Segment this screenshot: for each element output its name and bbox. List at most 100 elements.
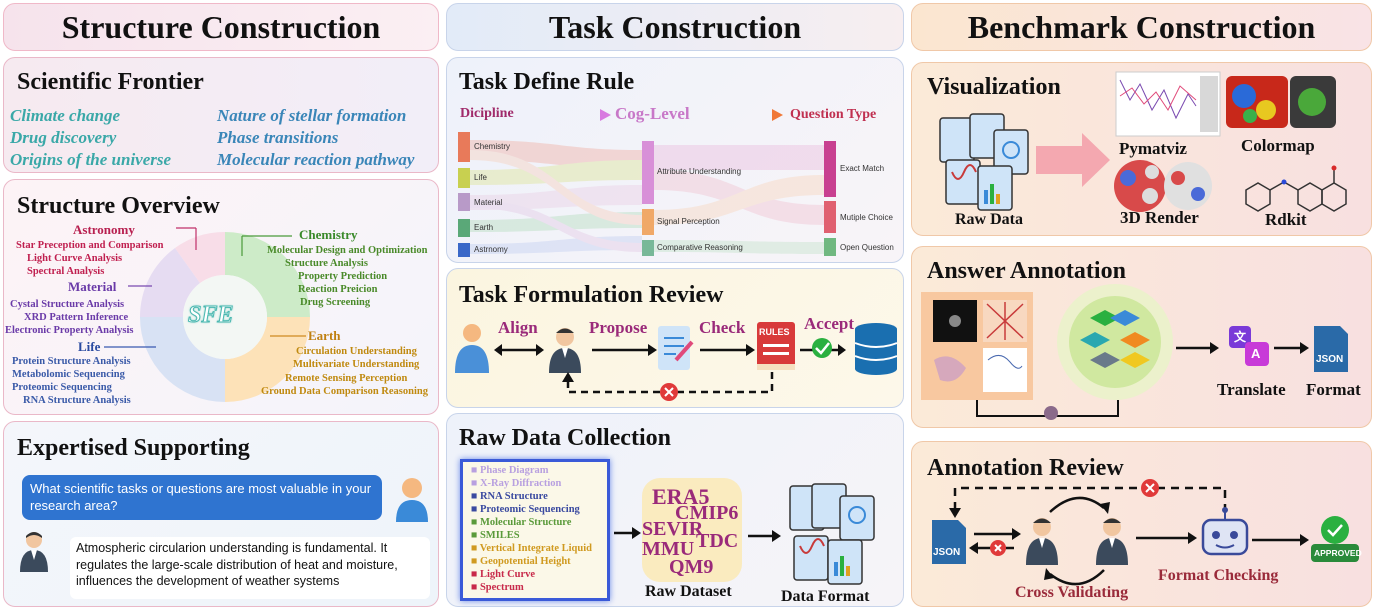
- data-type-item: ■ SMILES: [471, 530, 520, 541]
- astronomy-item: Light Curve Analysis: [27, 253, 123, 264]
- chemistry-item: Property Prediction: [298, 271, 388, 282]
- colormap-label: Colormap: [1241, 136, 1315, 155]
- life-item: RNA Structure Analysis: [23, 395, 131, 406]
- discipline-node: Chemistry: [474, 142, 511, 151]
- life-item: Proteomic Sequencing: [12, 382, 112, 393]
- cog-node: Attribute Understanding: [657, 167, 742, 176]
- format-label: Format: [1306, 380, 1361, 399]
- column-header-structure: Structure Construction: [3, 3, 439, 51]
- align-label: Align: [498, 318, 538, 337]
- translate-glyph: A: [1251, 346, 1261, 361]
- life-item: Metabolomic Sequencing: [12, 369, 125, 380]
- check-label: Check: [699, 318, 746, 337]
- question-type-header: Question Type: [790, 107, 877, 122]
- column-header-task: Task Construction: [446, 3, 904, 51]
- dataset-tdc: TDC: [696, 530, 739, 552]
- format-checking-label: Format Checking: [1158, 567, 1279, 584]
- dataset-cmip6: CMIP6: [675, 502, 739, 524]
- material-item: Electronic Property Analysis: [5, 325, 134, 336]
- raw-collection-title: Raw Data Collection: [459, 425, 671, 451]
- data-type-item: ■ Molecular Structure: [471, 517, 572, 528]
- propose-label: Propose: [589, 318, 648, 337]
- json-label: JSON: [933, 547, 961, 558]
- answer-bubble: Atmospheric circularion understanding is…: [70, 537, 430, 599]
- chemistry-item: Structure Analysis: [285, 258, 368, 269]
- data-type-item: ■ Proteomic Sequencing: [471, 504, 580, 515]
- dicipline-header: Dicipline: [460, 106, 514, 121]
- 3d-render-label: 3D Render: [1120, 208, 1199, 227]
- frontier-item: Climate change: [10, 106, 121, 125]
- data-type-item: ■ RNA Structure: [471, 491, 548, 502]
- life-label: Life: [78, 339, 101, 354]
- discipline-node: Life: [474, 173, 487, 182]
- dataset-qm9: QM9: [669, 556, 714, 578]
- answer-annotation-title: Answer Annotation: [927, 258, 1126, 284]
- qtype-node: Exact Match: [840, 164, 885, 173]
- material-label: Material: [68, 279, 117, 294]
- discipline-node: Astrnomy: [474, 245, 508, 254]
- frontier-item: Origins of the universe: [10, 150, 172, 169]
- data-type-list: [460, 459, 610, 601]
- accept-label: Accept: [804, 314, 855, 333]
- data-format-label: Data Format: [781, 588, 870, 605]
- json-label: JSON: [1316, 354, 1344, 365]
- translate-label: Translate: [1217, 380, 1286, 399]
- cog-node: Comparative Reasoning: [657, 243, 743, 252]
- expert-avatar-icon: [20, 532, 48, 572]
- discipline-node: Material: [474, 198, 503, 207]
- scientific-frontier-panel: [3, 57, 439, 173]
- earth-item: Circulation Understanding: [296, 346, 417, 357]
- data-type-item: ■ Phase Diagram: [471, 465, 549, 476]
- question-bubble: What scientific tasks or questions are m…: [22, 475, 382, 520]
- raw-data-label: Raw Data: [955, 211, 1023, 228]
- frontier-item: Phase transitions: [217, 128, 339, 147]
- qtype-node: Mutiple Choice: [840, 213, 893, 222]
- astronomy-label: Astronomy: [73, 222, 135, 237]
- annotation-review-panel: [911, 441, 1372, 607]
- earth-item: Ground Data Comparison Reasoning: [261, 386, 428, 397]
- dataset-mmu: MMU: [642, 538, 695, 560]
- dataset-era5: ERA5: [652, 484, 710, 509]
- data-type-item: ■ X-Ray Diffraction: [471, 478, 562, 489]
- earth-label: Earth: [308, 328, 341, 343]
- cog-level-header: Cog-Level: [615, 104, 690, 123]
- pymatviz-label: Pymatviz: [1119, 139, 1187, 158]
- annotation-review-title: Annotation Review: [927, 455, 1124, 481]
- approved-badge: APPROVED: [1314, 548, 1362, 558]
- frontier-item: Nature of stellar formation: [217, 106, 407, 125]
- task-define-title: Task Define Rule: [459, 69, 635, 95]
- raw-dataset-label: Raw Dataset: [645, 583, 732, 600]
- data-type-item: ■ Light Curve: [471, 569, 536, 580]
- data-type-item: ■ Vertical Integrate Liquid: [471, 543, 592, 554]
- chemistry-item: Molecular Design and Optimization: [267, 245, 428, 256]
- column-header-benchmark: Benchmark Construction: [911, 3, 1372, 51]
- user-avatar-icon: [396, 478, 428, 522]
- qtype-node: Open Question: [840, 243, 894, 252]
- material-item: XRD Pattern Inference: [24, 312, 129, 323]
- structure-overview-title: Structure Overview: [17, 193, 220, 219]
- chemistry-item: Reaction Preicion: [298, 284, 378, 295]
- translate-glyph: 文: [1234, 330, 1247, 344]
- frontier-item: Drug discovery: [10, 128, 117, 147]
- expertised-supporting-title: Expertised Supporting: [17, 435, 250, 461]
- chemistry-label: Chemistry: [299, 227, 358, 242]
- discipline-node: Earth: [474, 223, 494, 232]
- data-type-item: ■ Geopotential Height: [471, 556, 571, 567]
- task-review-title: Task Formulation Review: [459, 282, 724, 308]
- cross-validating-label: Cross Validating: [1015, 584, 1129, 601]
- chemistry-item: Drug Screening: [300, 297, 371, 308]
- visualization-title: Visualization: [927, 74, 1061, 100]
- rules-label: RULES: [759, 327, 790, 337]
- sfe-center-label: SFE: [187, 302, 234, 329]
- cog-node: Signal Perception: [657, 217, 720, 226]
- earth-item: Remote Sensing Perception: [285, 373, 408, 384]
- rdkit-label: Rdkit: [1265, 210, 1307, 229]
- dataset-sevir: SEVIR: [642, 518, 704, 540]
- astronomy-item: Star Preception and Comparison: [16, 240, 164, 251]
